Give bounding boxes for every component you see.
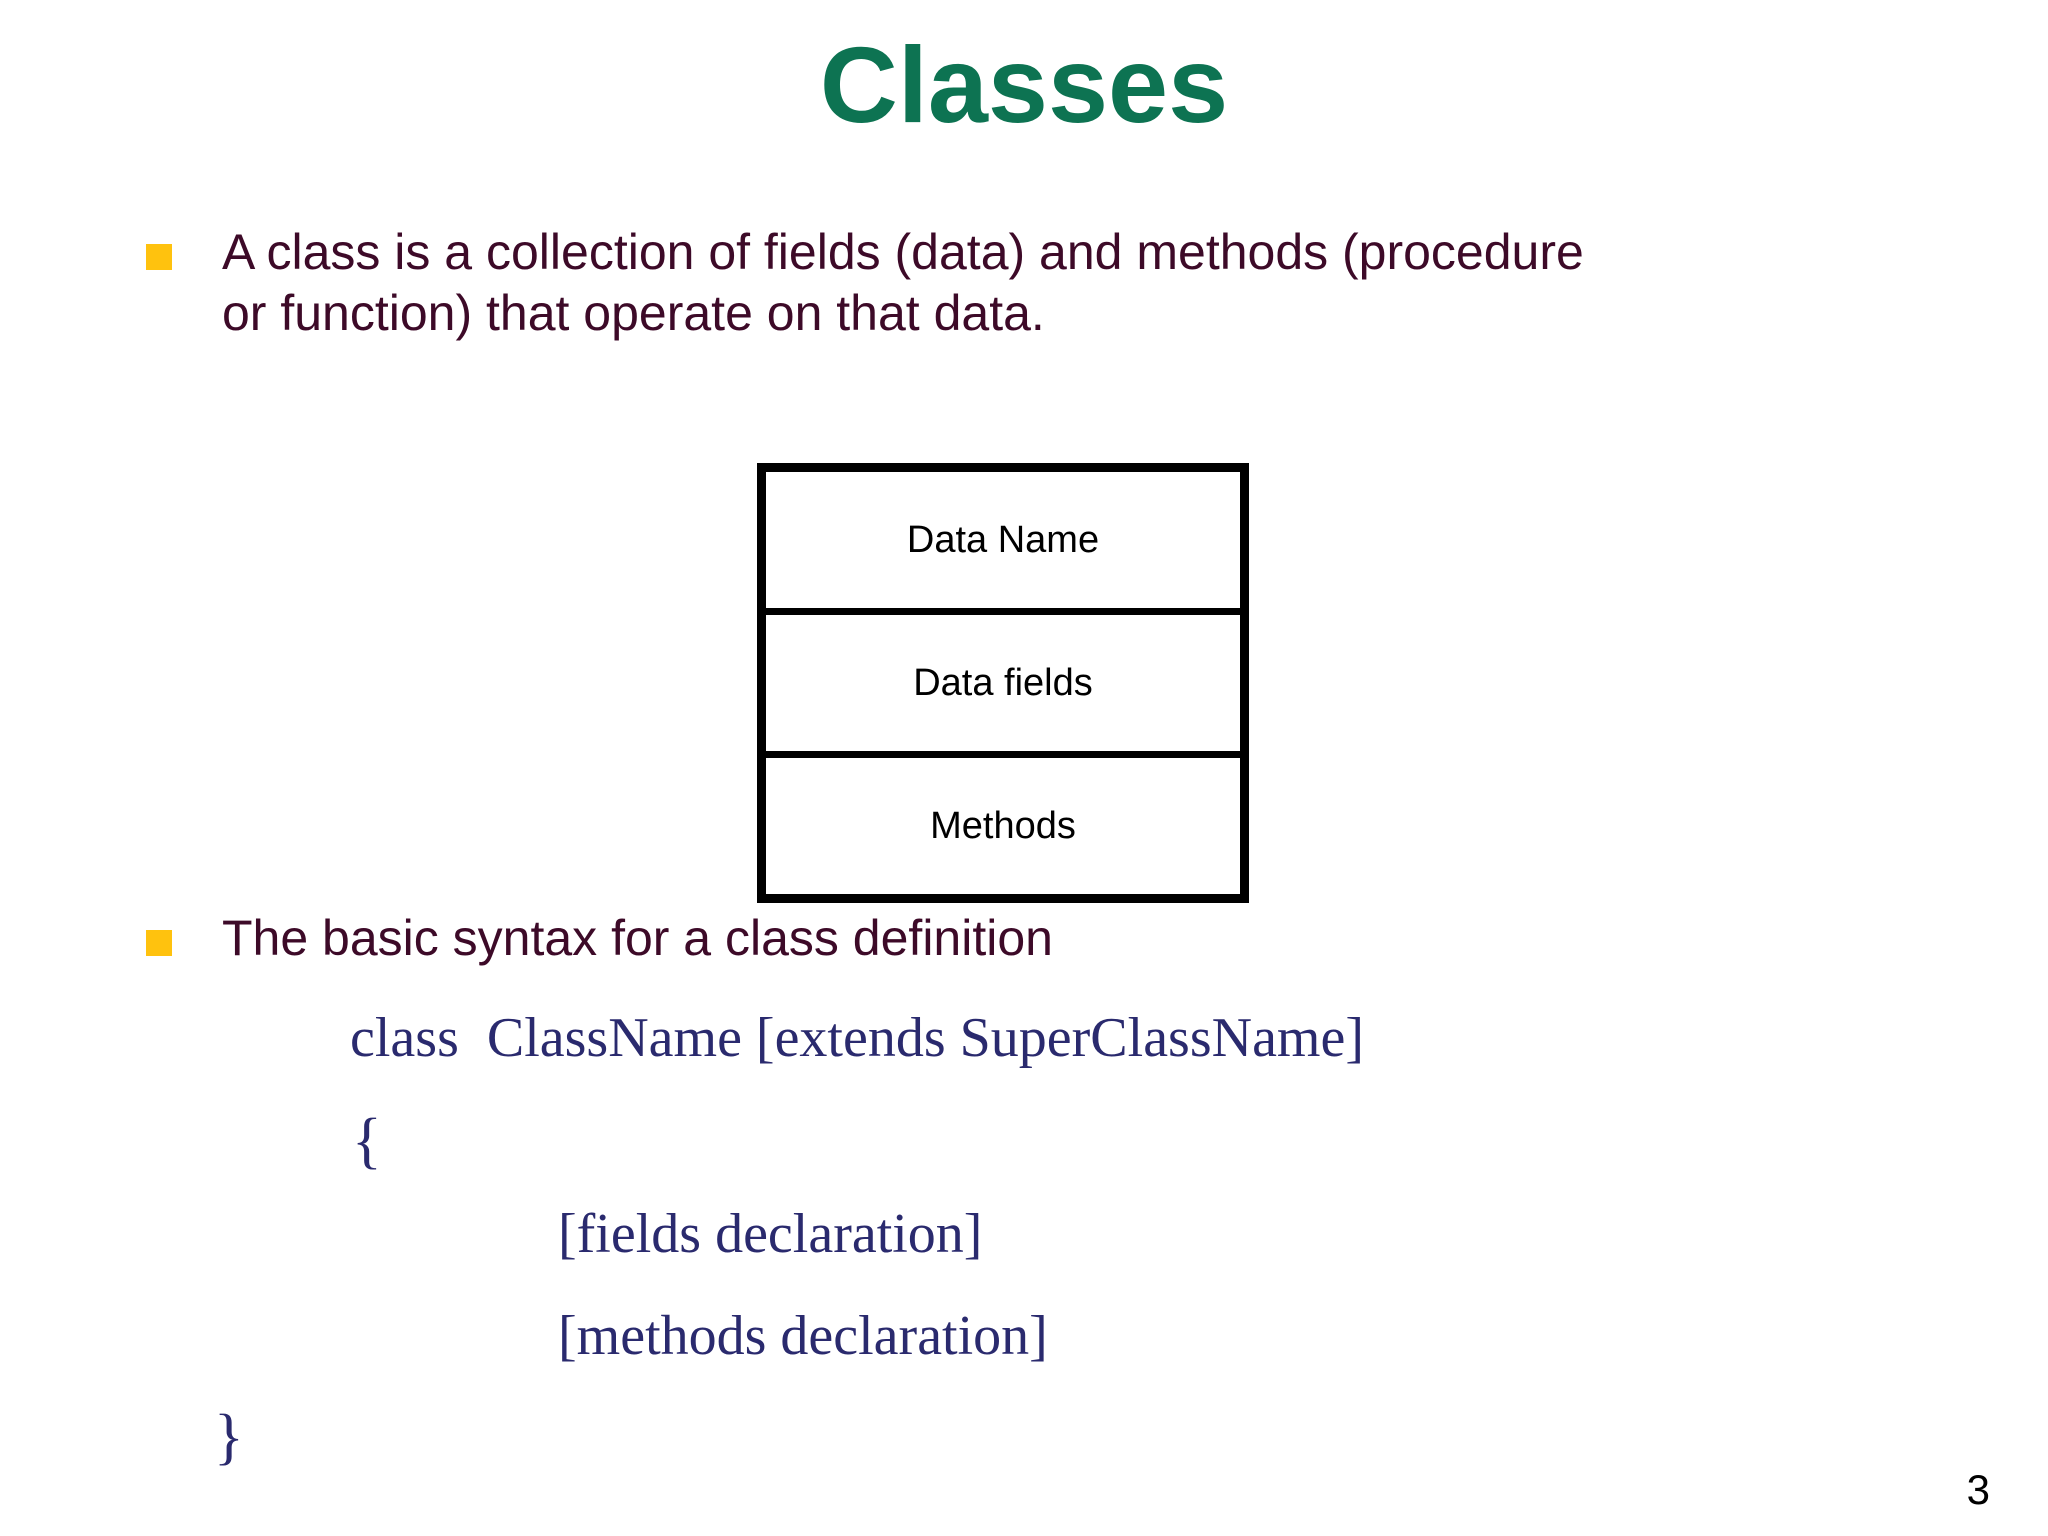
class-diagram-cell-data-fields: Data fields	[766, 608, 1240, 751]
class-diagram-cell-methods: Methods	[766, 751, 1240, 894]
page-number: 3	[1966, 1466, 1990, 1513]
bullet-item-2-text: The basic syntax for a class definition	[222, 908, 1053, 969]
bullet-item-2-line-1: The basic syntax for a class definition	[222, 910, 1053, 966]
bullet-item-1: A class is a collection of fields (data)…	[146, 222, 1976, 344]
code-line-methods-declaration: [methods declaration]	[558, 1305, 1048, 1367]
square-bullet-icon	[146, 930, 172, 956]
code-line-fields-declaration: [fields declaration]	[558, 1203, 983, 1265]
square-bullet-icon	[146, 244, 172, 270]
class-diagram-cell-data-name: Data Name	[766, 472, 1240, 608]
code-line-open-brace: {	[352, 1107, 382, 1175]
code-line-close-brace: }	[214, 1403, 244, 1471]
bullet-item-1-line-2: or function) that operate on that data.	[222, 285, 1045, 341]
bullet-item-1-line-1: A class is a collection of fields (data)…	[222, 224, 1584, 280]
bullet-item-2: The basic syntax for a class definition	[146, 908, 1976, 969]
page-title: Classes	[819, 24, 1229, 145]
code-line-class-declaration: class ClassName [extends SuperClassName]	[350, 1007, 1364, 1069]
bullet-item-1-text: A class is a collection of fields (data)…	[222, 222, 1584, 344]
class-diagram-box: Data Name Data fields Methods	[757, 463, 1249, 903]
